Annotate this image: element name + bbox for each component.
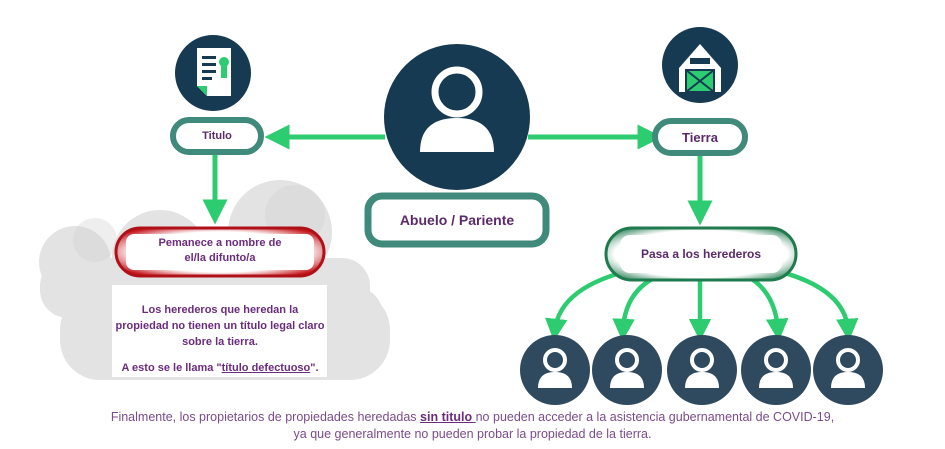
pasa-label: Pasa a los herederos <box>640 247 762 261</box>
titulo-label: Titulo <box>202 130 232 142</box>
line4-prefix: A esto se le llama " <box>121 362 222 374</box>
permanece-line2: el/la difunto/a <box>184 252 256 264</box>
line4-suffix: ". <box>310 362 319 374</box>
line4-emph: título defectuoso <box>221 362 311 374</box>
permanece-label: Pemanece a nombre de el/la difunto/a <box>128 236 312 266</box>
abuelo-pill <box>364 192 550 248</box>
footer-part2: no pueden acceder a la asistencia gubern… <box>475 410 835 424</box>
footer-line2: ya que generalmente no pueden probar la … <box>293 427 652 441</box>
footer-part1: Finalmente, los propietarios de propieda… <box>110 410 421 424</box>
paragraph-line4: A esto se le llama "título defectuoso". <box>114 360 326 376</box>
titulo-pill <box>170 117 264 155</box>
permanece-line1: Pemanece a nombre de <box>158 237 282 249</box>
person-icon <box>592 335 662 405</box>
person-icon <box>813 335 883 405</box>
footer-line1: Finalmente, los propietarios de propieda… <box>100 409 845 426</box>
barn-icon <box>662 27 738 103</box>
footer-emph: sin titulo <box>420 410 476 424</box>
person-icon <box>520 335 590 405</box>
tierra-label: Tierra <box>682 129 718 145</box>
person-icon <box>667 335 737 405</box>
paragraph-line1: Los herederos que heredan la <box>141 304 299 316</box>
paragraph-text: Los herederos que heredan la propiedad n… <box>114 302 326 376</box>
person-icon <box>741 335 811 405</box>
tierra-pill <box>652 118 748 156</box>
paragraph-line2: propiedad no tienen un título legal clar… <box>115 320 325 332</box>
heir-icons <box>520 335 883 405</box>
paragraph-box <box>112 285 327 377</box>
abuelo-label: Abuelo / Pariente <box>399 212 515 228</box>
person-icon <box>384 44 530 190</box>
footer-text: Finalmente, los propietarios de propieda… <box>100 409 845 443</box>
document-certificate-icon <box>175 35 251 111</box>
paragraph-line3: sobre la tierra. <box>182 336 258 348</box>
